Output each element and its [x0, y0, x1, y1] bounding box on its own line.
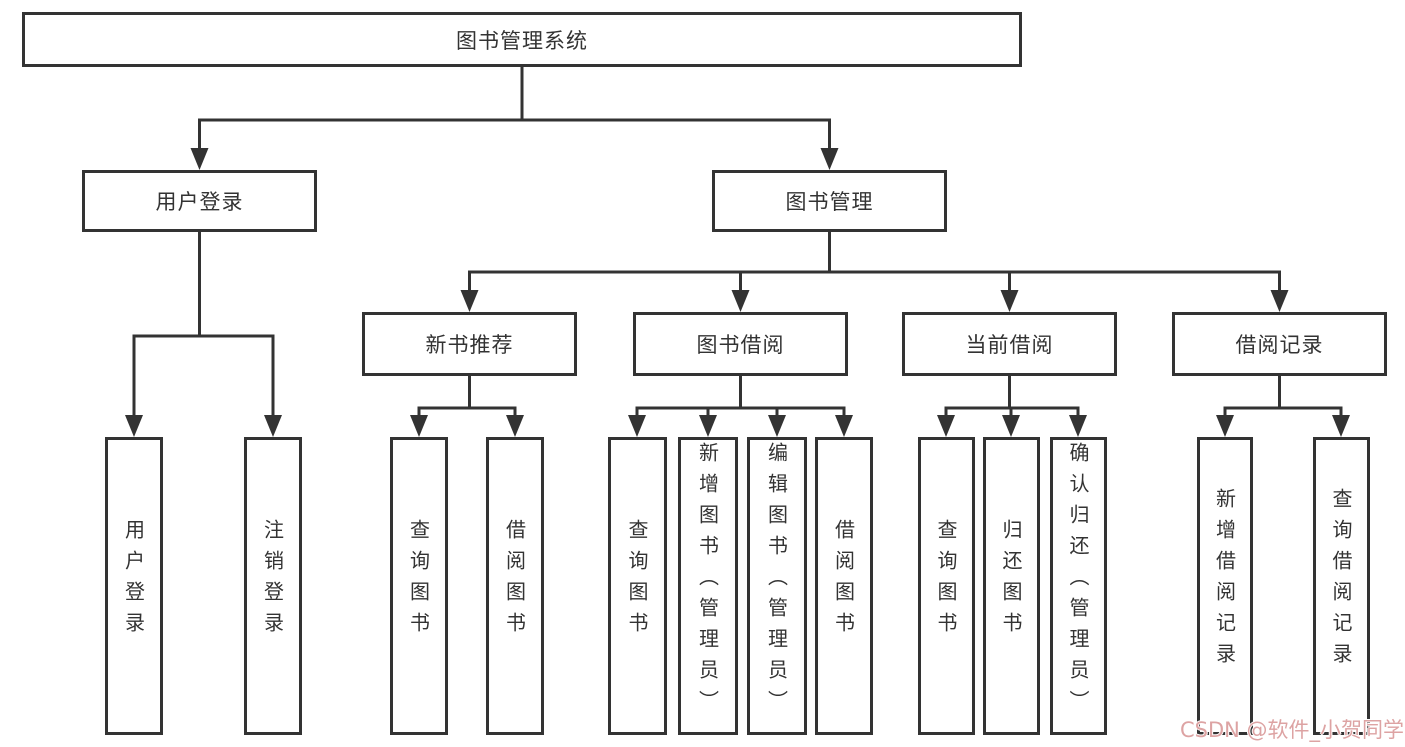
csdn-watermark: CSDN @软件_小贺同学: [1180, 718, 1405, 742]
leaf-add-borrow-record: 新增借阅记录: [1197, 437, 1253, 735]
leaf-return-book-label: 归还图书: [999, 519, 1023, 643]
leaf-return-book: 归还图书: [983, 437, 1040, 735]
leaf-query-books-recommend: 查询图书: [390, 437, 448, 735]
leaf-logout-label: 注销登录: [260, 519, 285, 643]
node-user-login: 用户登录: [82, 170, 317, 232]
leaf-add-book-admin: 新增图书（管理员）: [678, 437, 738, 735]
node-root-system: 图书管理系统: [22, 12, 1022, 67]
leaf-add-book-admin-label: 新增图书（管理员）: [695, 441, 720, 721]
leaf-logout: 注销登录: [244, 437, 302, 735]
node-book-management: 图书管理: [712, 170, 947, 232]
leaf-confirm-return-admin: 确认归还（管理员）: [1050, 437, 1107, 735]
leaf-query-books-borrow: 查询图书: [608, 437, 667, 735]
leaf-edit-book-admin: 编辑图书（管理员）: [747, 437, 807, 735]
leaf-query-books-recommend-label: 查询图书: [406, 519, 431, 643]
node-current-borrow: 当前借阅: [902, 312, 1117, 376]
leaf-user-login-label: 用户登录: [121, 519, 146, 643]
leaf-query-books-current: 查询图书: [918, 437, 975, 735]
leaf-user-login: 用户登录: [105, 437, 163, 735]
node-book-borrow: 图书借阅: [633, 312, 848, 376]
leaf-query-books-borrow-label: 查询图书: [625, 519, 649, 643]
leaf-borrow-books-recommend-label: 借阅图书: [502, 519, 527, 643]
leaf-borrow-books-label: 借阅图书: [831, 519, 856, 643]
leaf-query-borrow-record: 查询借阅记录: [1313, 437, 1370, 735]
leaf-query-borrow-record-label: 查询借阅记录: [1329, 488, 1353, 674]
leaf-borrow-books: 借阅图书: [815, 437, 873, 735]
leaf-add-borrow-record-label: 新增借阅记录: [1212, 488, 1237, 674]
node-new-book-recommend: 新书推荐: [362, 312, 577, 376]
leaf-query-books-current-label: 查询图书: [934, 519, 958, 643]
leaf-borrow-books-recommend: 借阅图书: [486, 437, 544, 735]
leaf-confirm-return-admin-label: 确认归还（管理员）: [1066, 441, 1090, 721]
node-borrow-records: 借阅记录: [1172, 312, 1387, 376]
leaf-edit-book-admin-label: 编辑图书（管理员）: [764, 441, 789, 721]
